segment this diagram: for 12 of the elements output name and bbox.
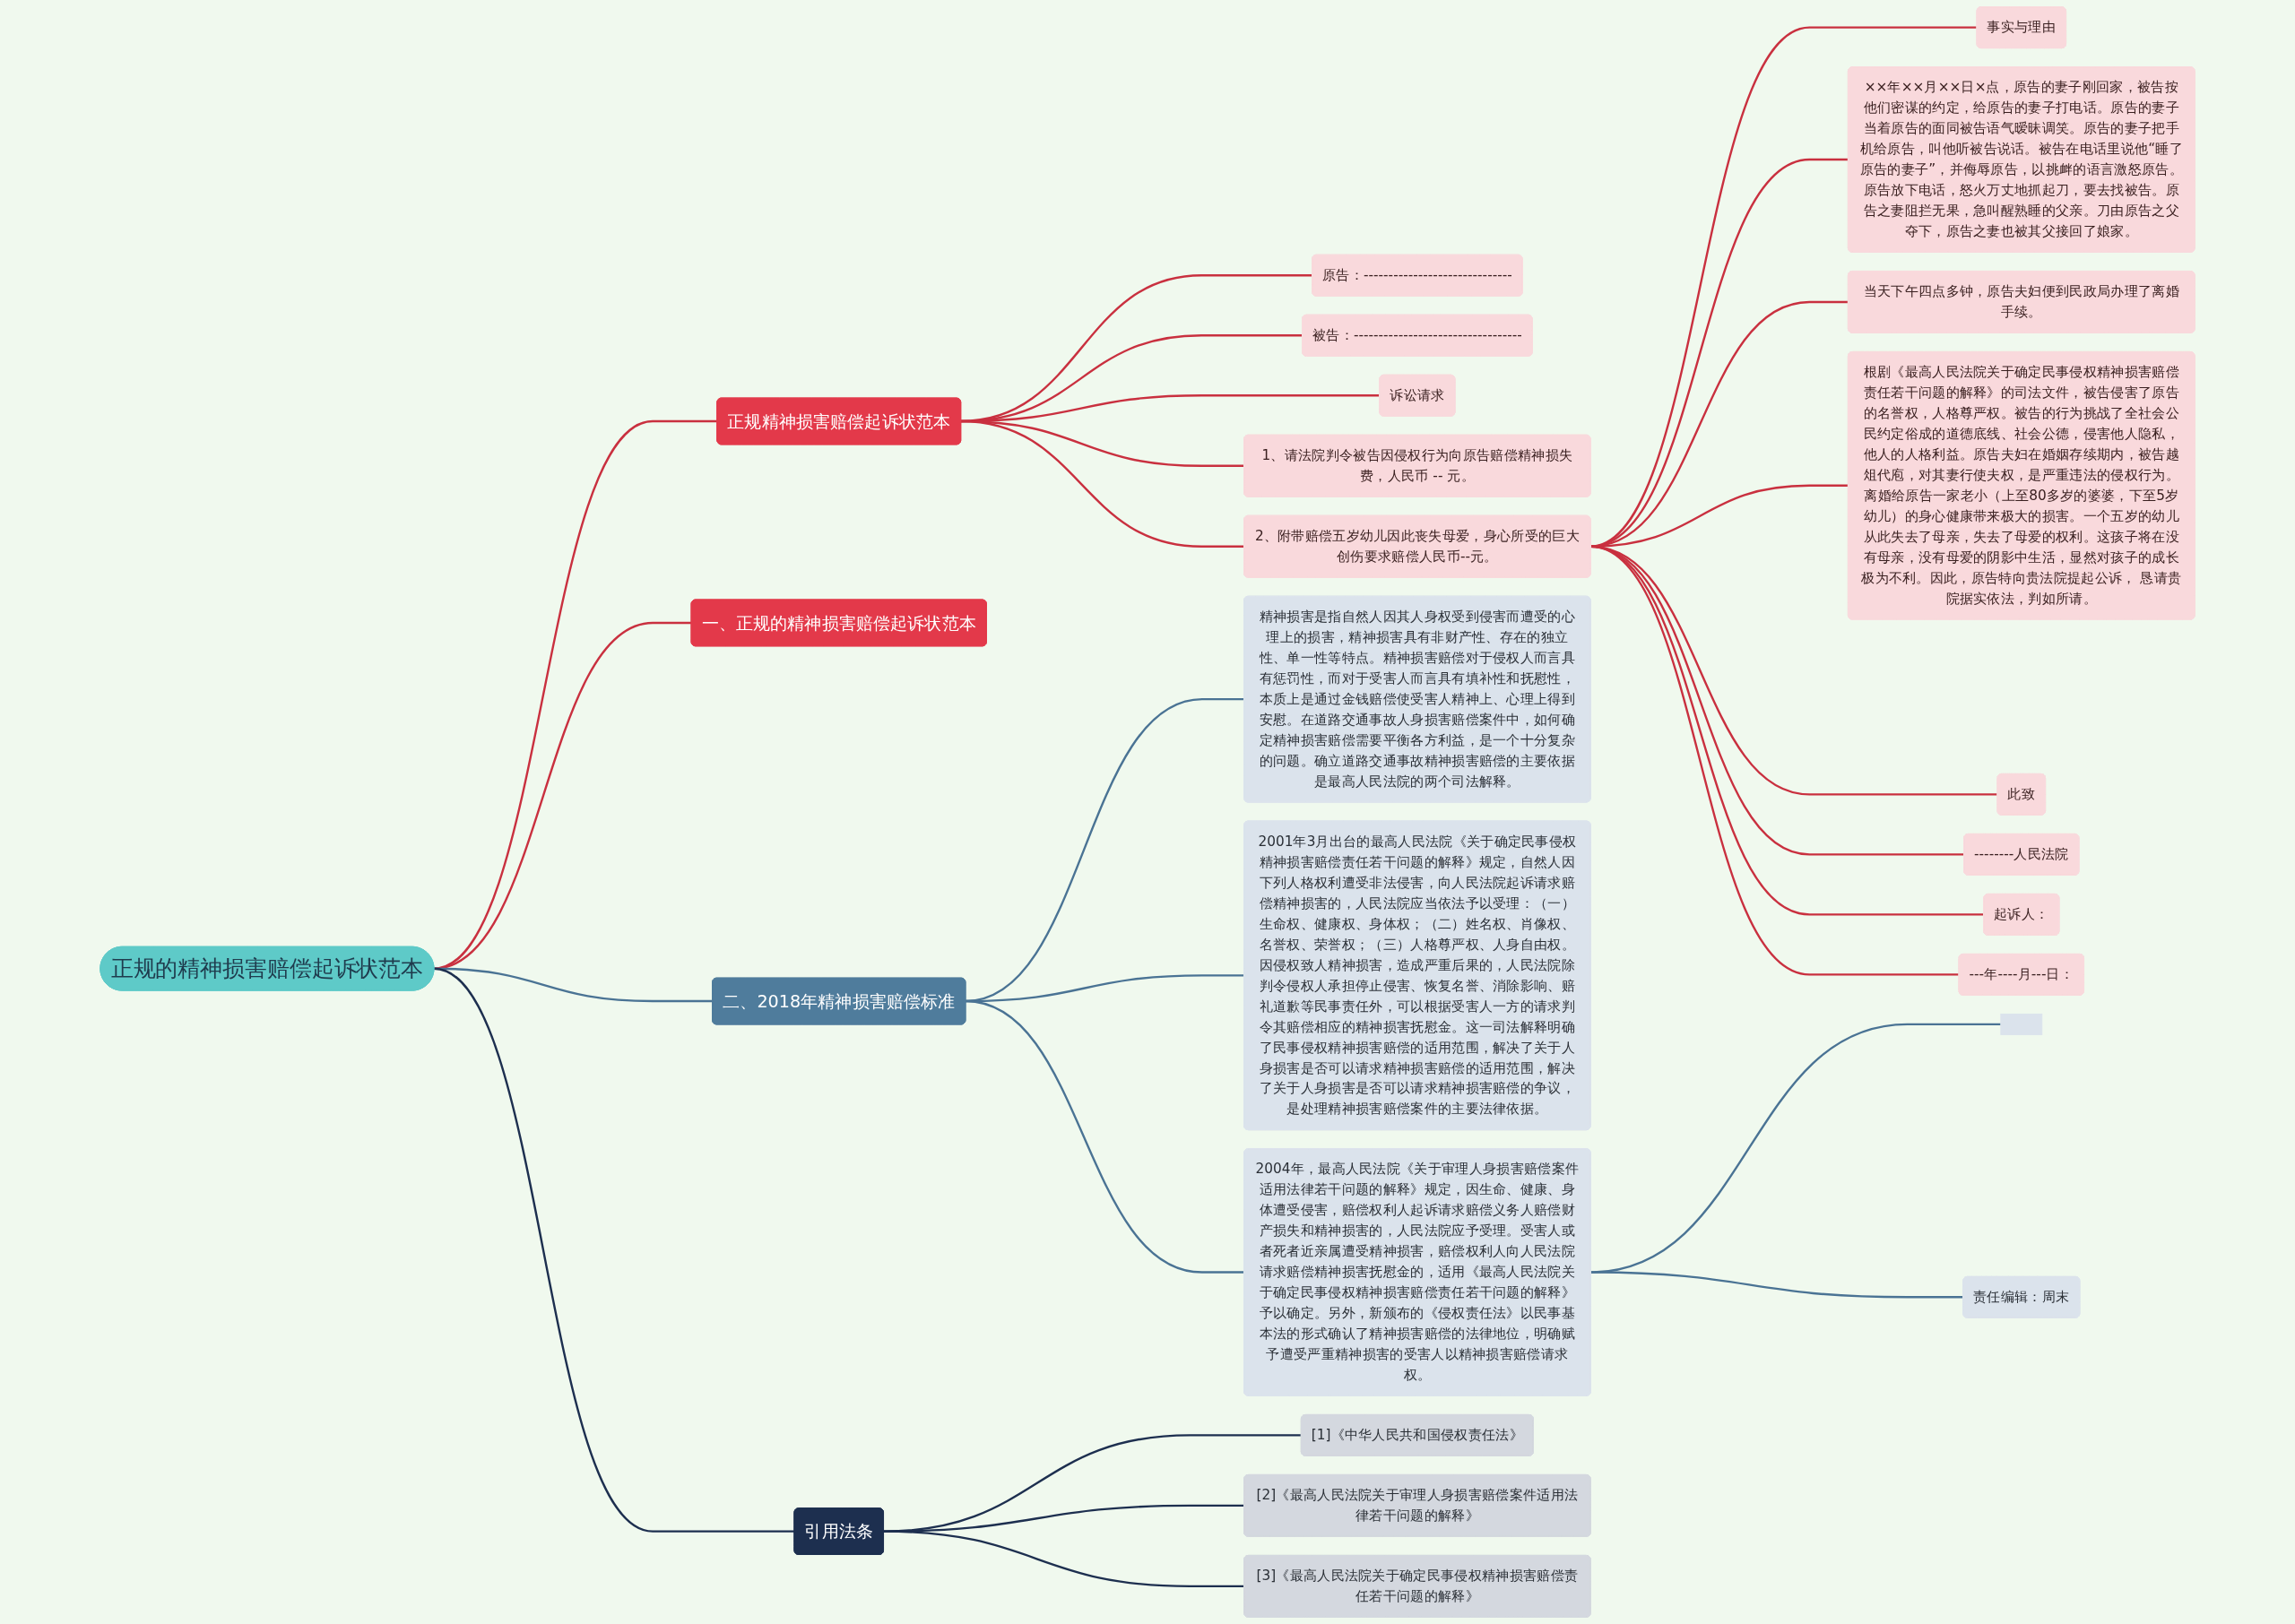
connector: [1590, 300, 1849, 548]
connector: [433, 621, 692, 970]
connector: [883, 1530, 1244, 1588]
connector: [965, 999, 1244, 1274]
node-box: [2000, 1013, 2043, 1035]
connector: [1589, 158, 1849, 548]
connector: [1589, 26, 1977, 548]
connector: [433, 419, 717, 970]
connector: [433, 967, 794, 1533]
connector: [1590, 1271, 1963, 1299]
connector: [1589, 545, 1960, 976]
connector: [960, 419, 1244, 548]
